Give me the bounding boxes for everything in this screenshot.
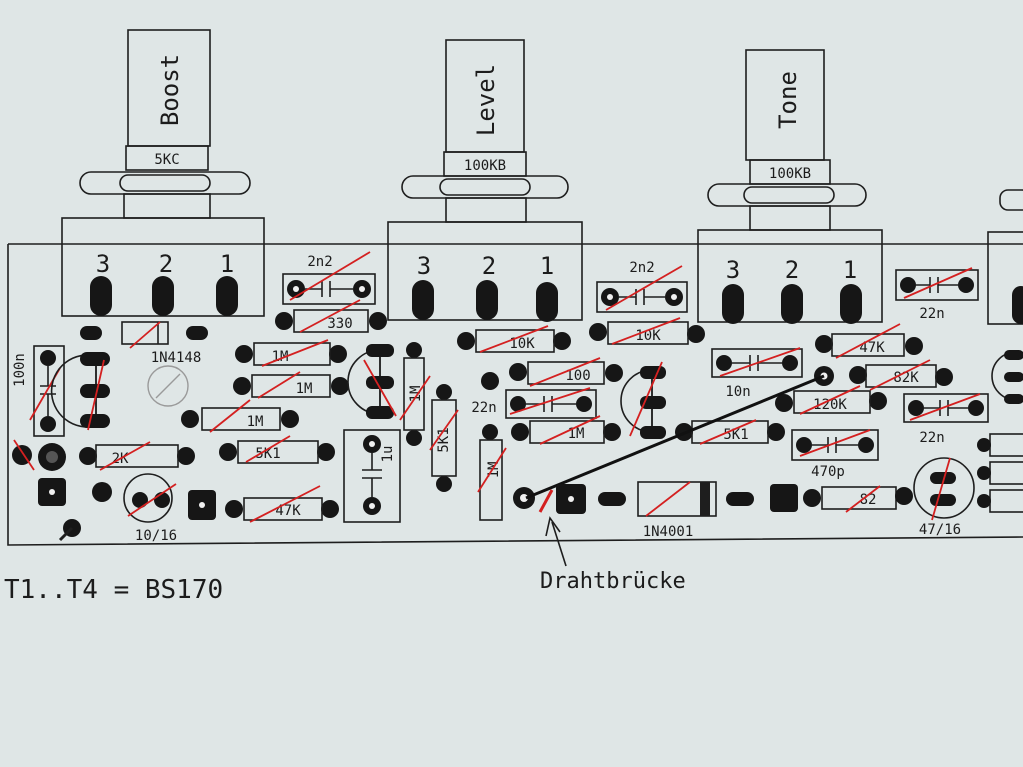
resistor-10k-a: 10K <box>457 325 571 353</box>
pot-boost-pin2: 2 <box>159 250 173 278</box>
pot-tone-name: Tone <box>774 71 802 129</box>
note-wire-bridge: Drahtbrücke <box>540 569 686 594</box>
capacitor-22n-upper-right: 22n <box>895 267 979 322</box>
capacitor-470p: 470p <box>791 429 879 480</box>
pot-boost: Boost 5KC 3 2 1 <box>61 29 265 317</box>
diode-1n4148: 1N4148 <box>80 321 208 366</box>
note-transistors: T1..T4 = BS170 <box>4 575 223 605</box>
resistor-330: 330 <box>275 299 387 333</box>
wire-bridge-arrow <box>545 516 567 567</box>
label-5k1-a: 5K1 <box>255 446 280 462</box>
resistor-1m-e: 1M <box>477 424 507 521</box>
resistor-5k1-a: 5K1 <box>219 435 335 464</box>
label-1n4148: 1N4148 <box>151 350 202 366</box>
label-470p: 470p <box>811 464 845 480</box>
transistor-t3 <box>620 361 666 439</box>
label-1m-b: 1M <box>296 381 313 397</box>
pot-level-pin2: 2 <box>482 252 496 280</box>
capacitor-47-16: 47/16 <box>913 457 975 538</box>
resistor-1m-a: 1M <box>235 339 347 367</box>
pot-boost-pin1: 1 <box>220 250 234 278</box>
resistor-10k-b: 10K <box>589 317 705 345</box>
label-22n-center: 22n <box>471 400 496 416</box>
resistor-1m-vertical: 1M <box>399 342 431 446</box>
label-22n-right: 22n <box>919 430 944 446</box>
resistor-5k1-b: 5K1 <box>675 419 785 445</box>
resistor-1m-b: 1M <box>233 371 349 399</box>
label-120k: 120K <box>813 397 847 413</box>
pot-boost-pin3: 3 <box>96 250 110 278</box>
capacitor-22n-center: 22n <box>471 363 597 419</box>
label-82k: 82K <box>893 370 919 386</box>
pot-tone-pin2: 2 <box>785 256 799 284</box>
capacitor-100n: 100n <box>12 345 65 437</box>
transistor-t2 <box>347 344 397 419</box>
resistor-120k: 120K <box>775 385 887 415</box>
pads-lower-left <box>38 478 112 542</box>
resistor-1m-d: 1M <box>511 415 621 445</box>
label-47-16: 47/16 <box>919 522 961 538</box>
pot-boost-value: 5KC <box>154 152 179 168</box>
pot-tone-value: 100KB <box>769 166 811 182</box>
capacitor-1u: 1u <box>343 429 401 523</box>
capacitor-2n2-middle: 2n2 <box>596 260 688 313</box>
label-10-16: 10/16 <box>135 528 177 544</box>
resistor-47k-a: 47K <box>225 485 339 523</box>
resistor-82k: 82K <box>849 359 953 391</box>
resistor-82: 82 <box>770 484 913 513</box>
transistor-t1 <box>50 352 110 431</box>
wire-bridge <box>513 366 834 514</box>
label-2n2-middle: 2n2 <box>629 260 654 276</box>
label-10k-a: 10K <box>509 336 535 352</box>
label-100n: 100n <box>12 353 28 387</box>
capacitor-10-16: 10/16 <box>123 473 216 544</box>
pot-level-pin3: 3 <box>417 252 431 280</box>
board-outline <box>7 243 1023 546</box>
label-1n4001: 1N4001 <box>643 524 694 540</box>
resistor-2k: 2K <box>12 439 195 471</box>
pot-level-pin1: 1 <box>540 252 554 280</box>
label-1m-d: 1M <box>568 426 585 442</box>
capacitor-2n2-left: 2n2 <box>282 251 376 305</box>
pot-tone: Tone 100KB 3 2 1 <box>697 49 883 324</box>
pot-level-name: Level <box>472 64 500 136</box>
label-330: 330 <box>327 316 352 332</box>
label-1m-c: 1M <box>247 414 264 430</box>
label-1u: 1u <box>380 446 396 463</box>
label-10n: 10n <box>725 384 750 400</box>
label-82: 82 <box>860 492 877 508</box>
pot-boost-name: Boost <box>156 54 184 126</box>
diode-1n4001: 1N4001 <box>598 481 754 540</box>
pot-tone-pin3: 3 <box>726 256 740 284</box>
capacitor-10n: 10n <box>711 347 803 400</box>
label-47k-a: 47K <box>275 503 301 519</box>
resistor-47k-b: 47K <box>815 323 923 359</box>
pot-level: Level 100KB 3 2 1 <box>387 39 583 322</box>
pot-partial-right <box>987 189 1023 325</box>
resistor-100: 100 <box>527 357 623 387</box>
capacitor-22n-right: 22n <box>903 393 989 446</box>
label-47k-b: 47K <box>859 340 885 356</box>
label-2n2-left: 2n2 <box>307 254 332 270</box>
label-5k1-vertical: 5K1 <box>436 427 452 452</box>
label-100: 100 <box>565 368 590 384</box>
resistor-1m-c: 1M <box>181 399 299 433</box>
label-22n-upper-right: 22n <box>919 306 944 322</box>
resistor-5k1-vertical: 5K1 <box>429 384 459 492</box>
trimmer-symbol <box>147 365 189 407</box>
pot-tone-pin1: 1 <box>843 256 857 284</box>
pot-level-value: 100KB <box>464 158 506 174</box>
partial-components-right-edge <box>977 350 1023 513</box>
